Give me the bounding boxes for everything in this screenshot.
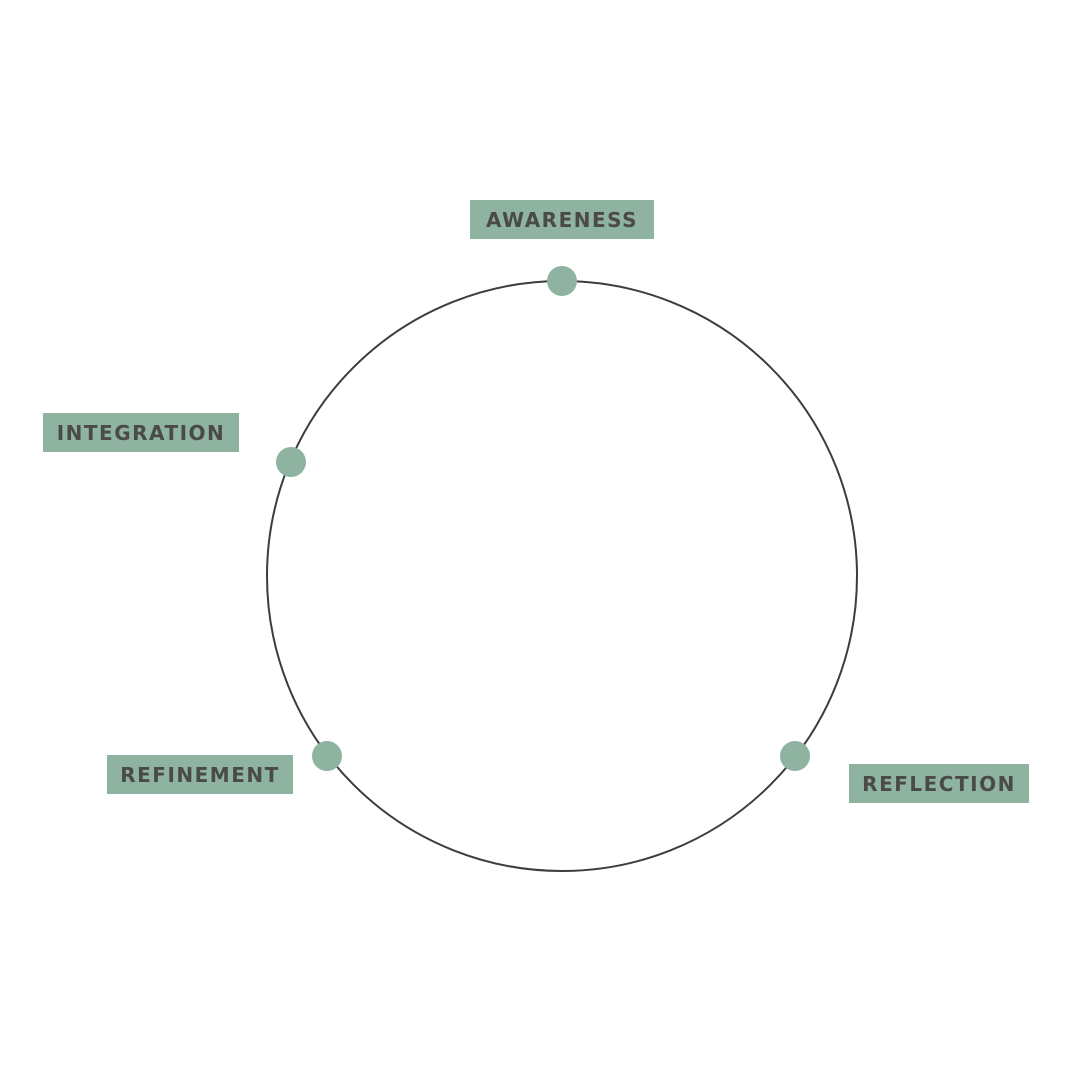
label-reflection: REFLECTION	[849, 764, 1029, 803]
cycle-ring	[266, 280, 858, 872]
label-awareness: AWARENESS	[470, 200, 654, 239]
node-refinement	[312, 741, 342, 771]
label-integration: INTEGRATION	[43, 413, 239, 452]
node-awareness	[547, 266, 577, 296]
node-reflection	[780, 741, 810, 771]
node-integration	[276, 447, 306, 477]
label-refinement: REFINEMENT	[107, 755, 293, 794]
